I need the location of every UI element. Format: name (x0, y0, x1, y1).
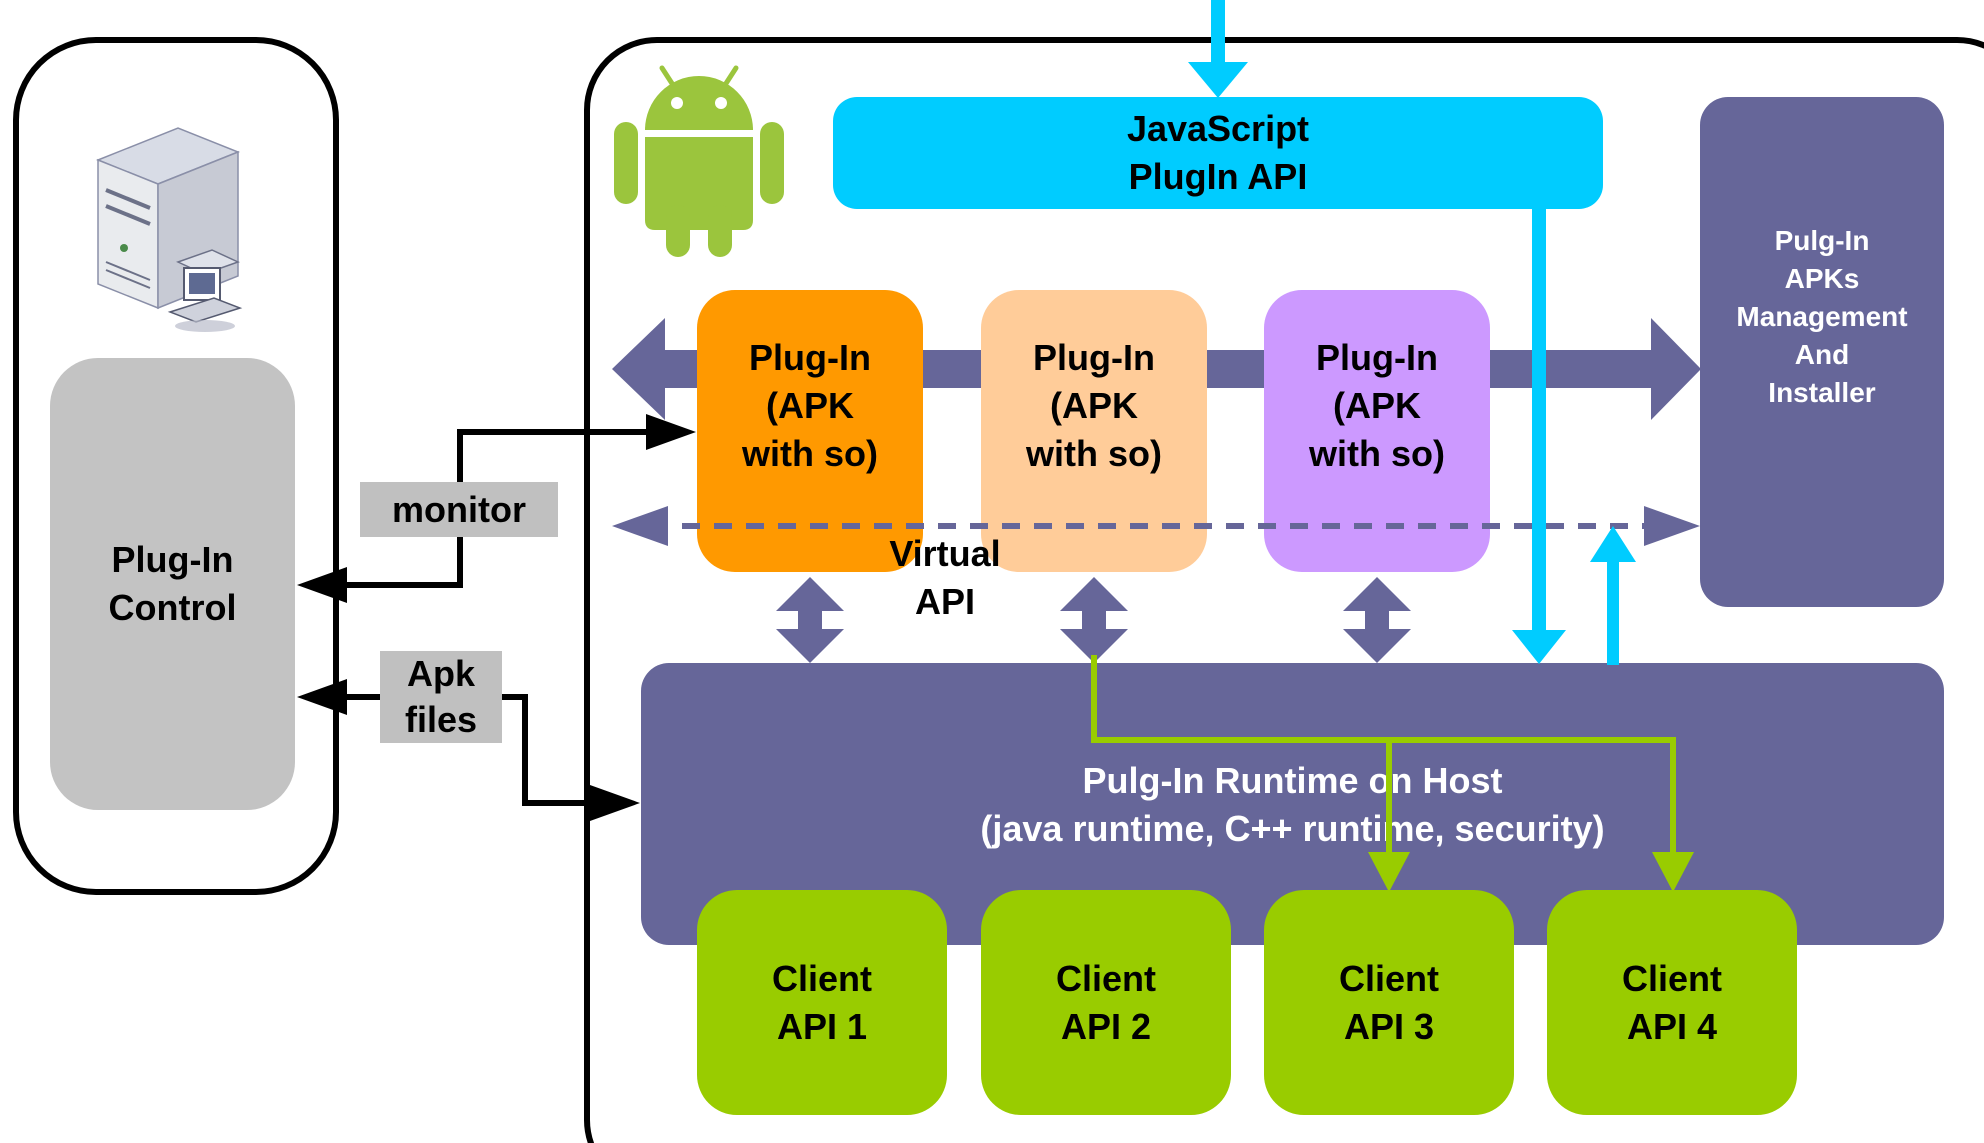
virtual-api-line1: Virtual (889, 533, 1001, 574)
control-title-line1: Plug-In (111, 539, 234, 580)
client-box-3: Client API 3 (1264, 890, 1514, 1115)
android-robot-icon (614, 65, 784, 257)
client-label: API 1 (776, 1005, 868, 1047)
apk-files-label: Apk files (380, 651, 502, 743)
plugin-label: Plug-In (749, 337, 871, 378)
javascript-api-label: JavaScript PlugIn API (833, 97, 1603, 209)
monitor-text: monitor (392, 488, 526, 530)
plugin-box-3: Plug-In (APK with so) (1264, 290, 1490, 572)
monitor-label: monitor (360, 482, 558, 537)
client-label: Client (771, 957, 872, 999)
client-label: Client (1338, 957, 1439, 999)
client-box-2: Client API 2 (981, 890, 1231, 1115)
server-computer-icon (95, 127, 243, 332)
management-line: Management (1736, 301, 1908, 332)
management-line: And (1794, 339, 1850, 370)
client-label: API 2 (1060, 1005, 1152, 1047)
plugin-control-box (50, 358, 295, 810)
client-label: Client (1621, 957, 1722, 999)
plugin-label: with so) (1026, 433, 1162, 474)
management-line: Pulg-In (1774, 225, 1870, 256)
client-box-1: Client API 1 (697, 890, 947, 1115)
client-label: Client (1055, 957, 1156, 999)
javascript-title-line1: JavaScript (1126, 108, 1310, 149)
virtual-api-line2: API (914, 581, 975, 622)
plugin-control-label: Plug-In Control (50, 532, 295, 636)
client-label: API 4 (1626, 1005, 1718, 1047)
plugin-label: (APK (1332, 385, 1421, 426)
plugin-label: (APK (765, 385, 854, 426)
plugin-label: with so) (742, 433, 878, 474)
plugin-label: with so) (1309, 433, 1445, 474)
javascript-api-box (833, 97, 1603, 209)
virtual-api-label: Virtual API (870, 530, 1020, 626)
javascript-title-line2: PlugIn API (1128, 156, 1308, 197)
management-box (1700, 97, 1944, 607)
apk-text-line2: files (404, 699, 478, 740)
management-line: Installer (1768, 377, 1876, 408)
plugin-label: (APK (1049, 385, 1138, 426)
plugin-label: Plug-In (1033, 337, 1155, 378)
apk-text-line1: Apk (406, 653, 475, 694)
plugin-label: Plug-In (1316, 337, 1438, 378)
runtime-title: Pulg-In Runtime on Host (1082, 760, 1503, 801)
client-label: API 3 (1343, 1005, 1435, 1047)
management-label: Pulg-In APKs Management And Installer (1700, 97, 1944, 607)
control-title-line2: Control (108, 587, 237, 628)
management-line: APKs (1784, 263, 1860, 294)
client-box-4: Client API 4 (1547, 890, 1797, 1115)
runtime-subtitle: (java runtime, C++ runtime, security) (980, 808, 1605, 849)
